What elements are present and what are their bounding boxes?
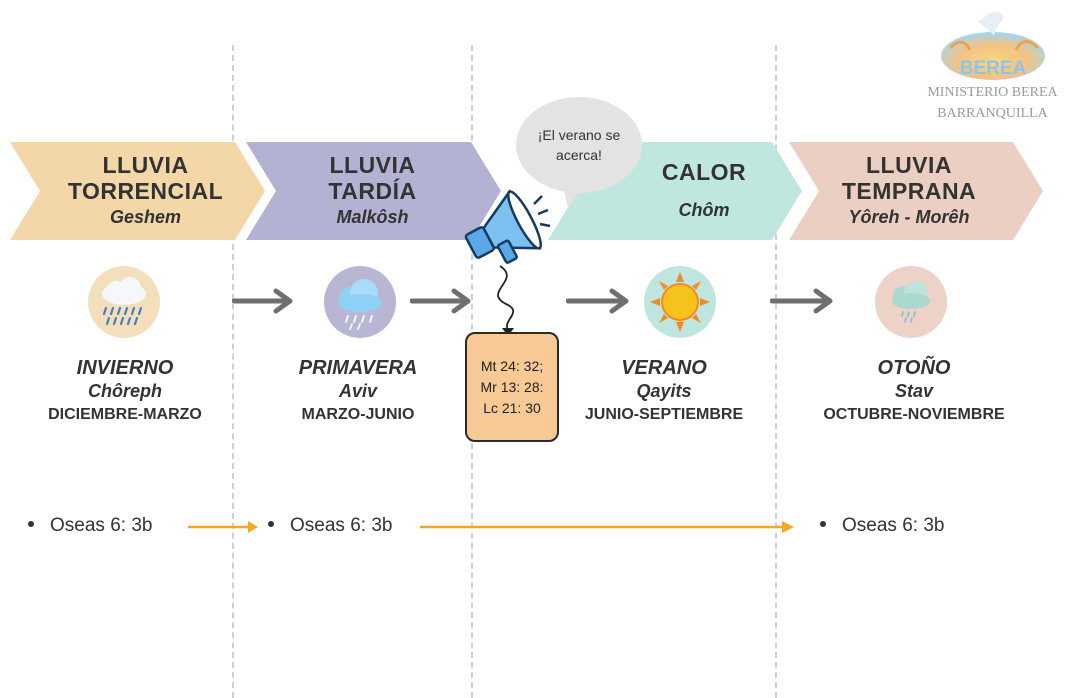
reference-matthew: Mt 24: 32; bbox=[480, 357, 544, 374]
rain-title-line-2: TORRENCIAL bbox=[67, 178, 224, 204]
rain-cloud-icon bbox=[338, 279, 382, 330]
bullet-item: Oseas 6: 3b bbox=[268, 515, 392, 537]
rain-title-line-1: LLUVIA bbox=[865, 152, 953, 178]
rain-title-line-1: LLUVIA bbox=[102, 152, 189, 178]
orange-arrow-icon bbox=[420, 521, 794, 533]
megaphone-icon bbox=[464, 189, 551, 336]
berea-logo-icon: BEREA bbox=[941, 11, 1045, 80]
season-name: VERANO bbox=[621, 357, 707, 379]
bubble-text-line-1: ¡El verano se bbox=[537, 127, 621, 143]
speech-bubble: ¡El verano se acerca! bbox=[516, 97, 642, 193]
bullet-dot bbox=[28, 521, 34, 528]
divider-3 bbox=[775, 45, 777, 698]
rain-hebrew-name: Geshem bbox=[109, 207, 182, 227]
season-label-invierno: INVIERNO Chôreph DICIEMBRE-MARZO bbox=[25, 356, 225, 426]
season-label-primavera: PRIMAVERA Aviv MARZO-JUNIO bbox=[258, 356, 458, 426]
rain-banner-tardia: LLUVIA TARDÍA Malkôsh bbox=[246, 142, 501, 240]
arrow-right-icon bbox=[566, 288, 629, 314]
season-name: OTOÑO bbox=[877, 357, 951, 379]
rain-title-line-2: TARDÍA bbox=[328, 178, 417, 204]
season-hebrew-name: Stav bbox=[894, 381, 934, 401]
season-months: JUNIO-SEPTIEMBRE bbox=[584, 406, 744, 423]
season-name: INVIERNO bbox=[76, 357, 174, 379]
logo-badge-text: BEREA bbox=[960, 58, 1027, 79]
season-label-verano: VERANO Qayits JUNIO-SEPTIEMBRE bbox=[564, 356, 764, 426]
season-months: OCTUBRE-NOVIEMBRE bbox=[823, 406, 1005, 423]
rain-banner-torrencial: LLUVIA TORRENCIAL Geshem bbox=[10, 142, 265, 240]
season-hebrew-name: Aviv bbox=[338, 381, 378, 401]
rain-title-line-1: LLUVIA bbox=[329, 152, 416, 178]
sun-icon bbox=[650, 272, 710, 332]
season-icon-invierno bbox=[88, 266, 160, 338]
bullet-text: Oseas 6: 3b bbox=[50, 515, 153, 536]
bubble-text-line-2: acerca! bbox=[556, 147, 602, 163]
reference-mark: Mr 13: 28: bbox=[480, 378, 544, 395]
arrow-right-icon bbox=[410, 288, 471, 314]
rain-hebrew-name: Yôreh - Morêh bbox=[848, 207, 970, 227]
reference-luke: Lc 21: 30 bbox=[483, 399, 541, 416]
season-name: PRIMAVERA bbox=[298, 357, 418, 379]
arrow-right-icon bbox=[232, 288, 293, 314]
scripture-references-box: Mt 24: 32; Mr 13: 28: Lc 21: 30 bbox=[465, 332, 559, 442]
rain-hebrew-name: Chôm bbox=[678, 200, 730, 220]
logo-line-1: MINISTERIO BEREA bbox=[927, 85, 1058, 100]
bullet-item: Oseas 6: 3b bbox=[28, 515, 152, 537]
bullet-dot bbox=[820, 521, 826, 528]
bullet-text: Oseas 6: 3b bbox=[290, 515, 393, 536]
arrow-right-icon bbox=[770, 288, 833, 314]
bullet-text: Oseas 6: 3b bbox=[842, 515, 945, 536]
bullet-item: Oseas 6: 3b bbox=[820, 515, 944, 537]
rain-title-line-2: TEMPRANA bbox=[841, 178, 977, 204]
season-months: MARZO-JUNIO bbox=[301, 406, 415, 423]
rain-title: CALOR bbox=[661, 159, 747, 185]
rain-hebrew-name: Malkôsh bbox=[336, 207, 409, 227]
logo-line-2: BARRANQUILLA bbox=[937, 106, 1048, 121]
season-hebrew-name: Qayits bbox=[636, 381, 692, 401]
season-hebrew-name: Chôreph bbox=[88, 381, 162, 401]
season-icon-primavera bbox=[324, 266, 396, 338]
bullet-dot bbox=[268, 521, 274, 528]
season-icon-verano bbox=[644, 266, 716, 338]
season-icon-otono bbox=[875, 266, 947, 338]
orange-arrow-icon bbox=[188, 521, 258, 533]
season-label-otono: OTOÑO Stav OCTUBRE-NOVIEMBRE bbox=[804, 356, 1024, 426]
heavy-rain-cloud-icon bbox=[102, 277, 146, 326]
light-rain-cloud-icon bbox=[892, 281, 930, 323]
divider-1 bbox=[232, 45, 234, 698]
ministry-logo: BEREA MINISTERIO BEREA BARRANQUILLA bbox=[920, 8, 1065, 122]
rain-banner-temprana: LLUVIA TEMPRANA Yôreh - Morêh bbox=[789, 142, 1043, 240]
season-months: DICIEMBRE-MARZO bbox=[48, 406, 202, 423]
